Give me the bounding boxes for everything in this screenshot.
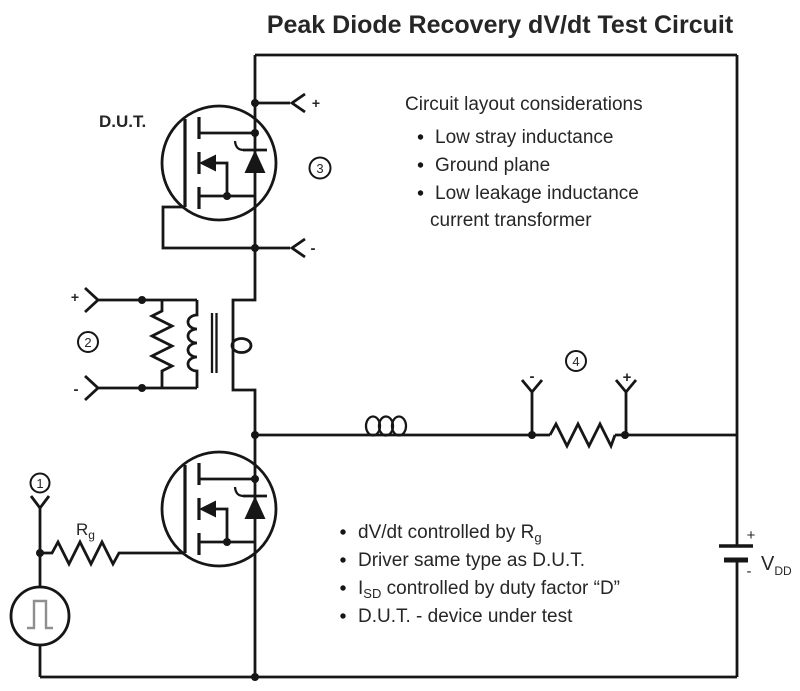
layout-notes-heading: Circuit layout considerations <box>405 94 643 115</box>
test-note-item: Driver same type as D.U.T. <box>358 550 585 571</box>
marker-4-number: 4 <box>572 354 579 369</box>
dut-mosfet-body <box>160 104 278 222</box>
driver-arrow-shaft <box>215 507 229 542</box>
bullet-icon <box>340 557 346 563</box>
probe-3-plus-label: + <box>312 95 320 111</box>
probe-3-minus: - <box>251 237 316 259</box>
diagram-title: Peak Diode Recovery dV/dt Test Circuit <box>267 11 734 39</box>
marker-1: 1 <box>29 472 51 494</box>
pulse-waveform-icon <box>27 599 53 630</box>
battery-minus-label: - <box>747 563 752 580</box>
probe-2-minus-label: - <box>74 381 79 398</box>
dut-label: D.U.T. <box>99 112 146 131</box>
test-notes: dV/dt controlled by Rg Driver same type … <box>340 522 620 627</box>
probe-3-plus: + <box>251 92 320 114</box>
ct-core <box>210 313 218 373</box>
battery-name-label: VDD <box>761 553 792 578</box>
probe-4-minus-label: - <box>530 368 535 385</box>
layout-notes: Circuit layout considerations Low stray … <box>405 94 643 231</box>
bullet-icon <box>340 613 346 619</box>
dut-diode-hook <box>233 140 245 152</box>
junction-dot <box>251 431 259 439</box>
test-note-item: ISD controlled by duty factor “D” <box>358 578 620 601</box>
driver-arrow-head <box>199 500 216 518</box>
pulse-generator-body <box>9 585 71 647</box>
probe-3-minus-label: - <box>311 240 316 257</box>
junction-dot <box>251 673 259 681</box>
ct-primary-coil <box>186 300 199 388</box>
marker-1-number: 1 <box>36 476 43 491</box>
test-note-item: D.U.T. - device under test <box>358 606 573 627</box>
layout-note-item-continued: current transformer <box>430 210 592 231</box>
battery-name-base: V <box>761 553 775 575</box>
dut-arrow-shaft <box>215 161 229 196</box>
ct-secondary-turn <box>230 337 253 354</box>
test-note-pre: I <box>358 578 363 599</box>
gate-resistor-label: Rg <box>76 520 95 542</box>
layout-note-item: Low stray inductance <box>435 127 614 148</box>
sense-resistor <box>548 420 617 450</box>
test-note-post: controlled by duty factor “D” <box>381 578 620 599</box>
bullet-icon <box>417 162 424 168</box>
marker-3: 3 <box>308 156 332 180</box>
gate-resistor <box>40 538 185 568</box>
driver-diode-hook <box>233 486 245 498</box>
dut-body-diode <box>244 150 266 173</box>
test-note-pre: dV/dt controlled by R <box>358 522 534 543</box>
battery-plus-label: + <box>747 527 756 544</box>
marker-3-number: 3 <box>316 161 323 176</box>
bullet-icon <box>417 190 424 196</box>
layout-note-item: Low leakage inductance <box>435 183 639 204</box>
gate-resistor-label-sub: g <box>88 528 95 542</box>
probe-2-plus: + <box>71 286 101 314</box>
dut-gate-lead <box>161 205 255 250</box>
test-note-sub: SD <box>363 586 381 601</box>
dut-mosfet <box>160 104 278 222</box>
current-transformer <box>97 296 253 392</box>
probe-4-minus: - <box>520 368 544 439</box>
gate-resistor-label-base: R <box>76 520 88 539</box>
series-inductor <box>364 415 408 437</box>
driver-body-diode <box>244 496 266 519</box>
left-bus <box>231 55 257 677</box>
battery-name-sub: DD <box>774 564 792 578</box>
bullet-icon <box>417 134 424 140</box>
marker-4: 4 <box>565 350 587 372</box>
test-note-sub: g <box>534 530 541 545</box>
bullet-icon <box>340 529 346 535</box>
layout-note-item: Ground plane <box>435 155 550 176</box>
battery: + - VDD <box>719 527 792 580</box>
probe-2-minus: - <box>74 374 101 402</box>
probe-1 <box>29 495 51 553</box>
pulse-generator <box>9 553 71 677</box>
marker-2-number: 2 <box>84 335 91 350</box>
probe-4-plus-label: + <box>623 369 632 386</box>
driver-mosfet <box>160 450 278 568</box>
marker-2: 2 <box>77 331 99 353</box>
probe-4-plus: + <box>614 369 638 439</box>
driver-mosfet-body <box>160 450 278 568</box>
bullet-icon <box>340 585 346 591</box>
probe-2-plus-label: + <box>71 289 79 305</box>
ct-burden-resistor <box>148 300 176 388</box>
dut-arrow-head <box>199 154 216 172</box>
test-note-item: dV/dt controlled by Rg <box>358 522 542 545</box>
